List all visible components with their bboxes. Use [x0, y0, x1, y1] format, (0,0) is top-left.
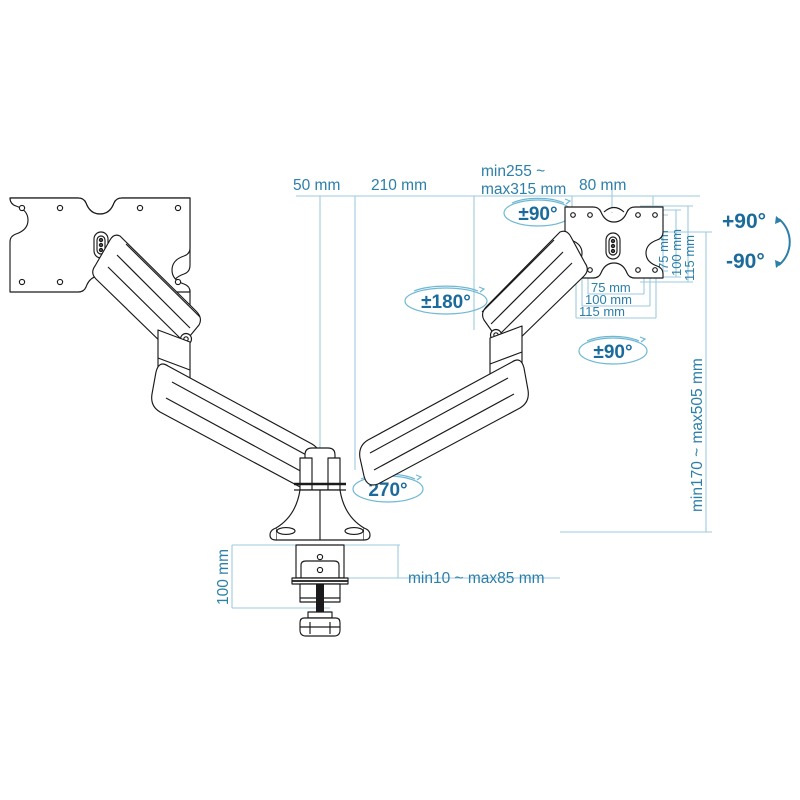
dim-label-clamp-100mm: 100 mm: [215, 549, 232, 605]
right-lower-arm: [359, 359, 529, 486]
angle-label-pan-down: -90°: [726, 250, 765, 273]
dim-label-210mm: 210 mm: [371, 177, 427, 194]
product-outline: [9, 197, 664, 637]
right-upper-arm: [481, 230, 588, 348]
angle-label-tilt-plate: ±90°: [518, 204, 557, 225]
dim-label-extension-min: min255 ~: [481, 163, 545, 180]
dim-label-vesa-vertical-115: 115 mm: [682, 235, 697, 281]
angle-label-rotate-joint: ±90°: [593, 342, 632, 363]
angle-label-base-rotation: 270°: [368, 480, 407, 501]
dim-label-height-range: min170 ~ max505 mm: [689, 358, 706, 512]
dim-label-vesa-horizontal-115: 115 mm: [579, 304, 625, 319]
angle-label-swivel-arm: ±180°: [421, 292, 471, 313]
dim-label-vesa-vertical-75: 75 mm: [656, 230, 671, 270]
dim-label-desk-thickness: min10 ~ max85 mm: [408, 570, 545, 587]
base-pedestal: [269, 489, 371, 541]
left-upper-arm: [92, 234, 202, 352]
dim-label-50mm: 50 mm: [293, 177, 340, 194]
left-lower-arm: [151, 363, 321, 490]
dim-label-80mm: 80 mm: [579, 177, 626, 194]
angle-callout-pan: +90° -90°: [722, 210, 791, 273]
angle-callout-rotate-joint: ±90°: [578, 335, 648, 365]
dim-label-extension-max: max315 mm: [481, 181, 566, 198]
angle-label-pan-up: +90°: [722, 210, 766, 233]
dim-label-vesa-horizontal-75: 75 mm: [591, 280, 631, 295]
angle-callout-tilt-plate: ±90°: [503, 197, 573, 227]
angle-callout-swivel-arm: ±180°: [404, 285, 488, 315]
dim-label-vesa-vertical-100: 100 mm: [669, 229, 684, 276]
clamp-screw-knob: [299, 584, 341, 637]
dim-label-vesa-horizontal-100: 100 mm: [585, 292, 632, 307]
